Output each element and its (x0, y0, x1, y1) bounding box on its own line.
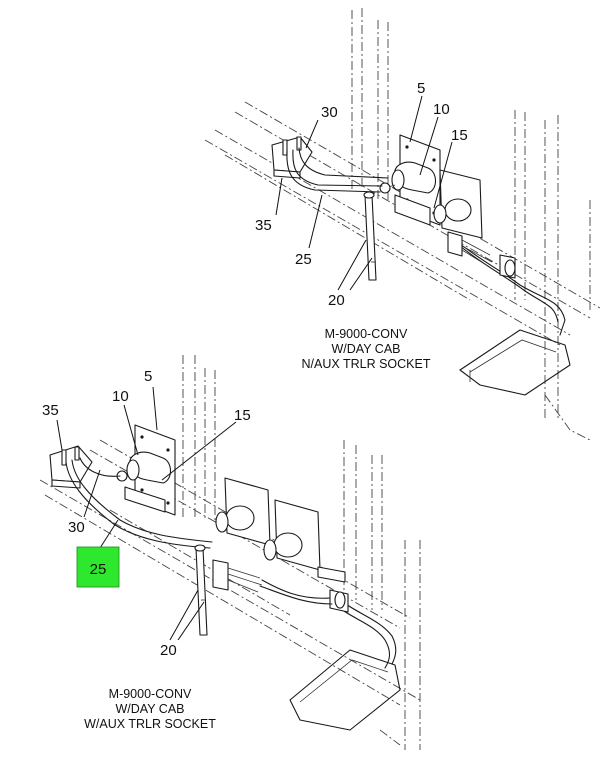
lower-caption-line-3: W/AUX TRLR SOCKET (84, 717, 216, 731)
upper-callout-5: 5 (417, 80, 425, 97)
lower-callout-5: 5 (144, 368, 152, 385)
lower-callout-20: 20 (160, 642, 177, 659)
upper-callout-10: 10 (433, 101, 450, 118)
upper-view: 30 5 10 15 35 25 20 M-9000-CONV W/DAY CA… (204, 8, 601, 441)
highlighted-callout-box[interactable] (76, 546, 120, 588)
lower-caption-line-1: M-9000-CONV (109, 687, 192, 701)
upper-callout-25: 25 (295, 251, 312, 268)
lower-callout-30: 30 (68, 519, 85, 536)
upper-caption-line-1: M-9000-CONV (325, 327, 408, 341)
upper-caption-line-3: N/AUX TRLR SOCKET (302, 357, 431, 371)
lower-view: 35 10 5 15 30 20 25 M-9000-CONV W/DAY CA… (39, 355, 421, 750)
upper-caption-line-2: W/DAY CAB (332, 342, 401, 356)
lower-callout-25[interactable]: 25 (90, 561, 107, 578)
upper-callout-30: 30 (321, 104, 338, 121)
upper-callout-20: 20 (328, 292, 345, 309)
upper-callout-35: 35 (255, 217, 272, 234)
lower-callout-10: 10 (112, 388, 129, 405)
lower-caption-line-2: W/DAY CAB (116, 702, 185, 716)
lower-callout-15: 15 (234, 407, 251, 424)
upper-callout-15: 15 (451, 127, 468, 144)
lower-callout-35: 35 (42, 402, 59, 419)
